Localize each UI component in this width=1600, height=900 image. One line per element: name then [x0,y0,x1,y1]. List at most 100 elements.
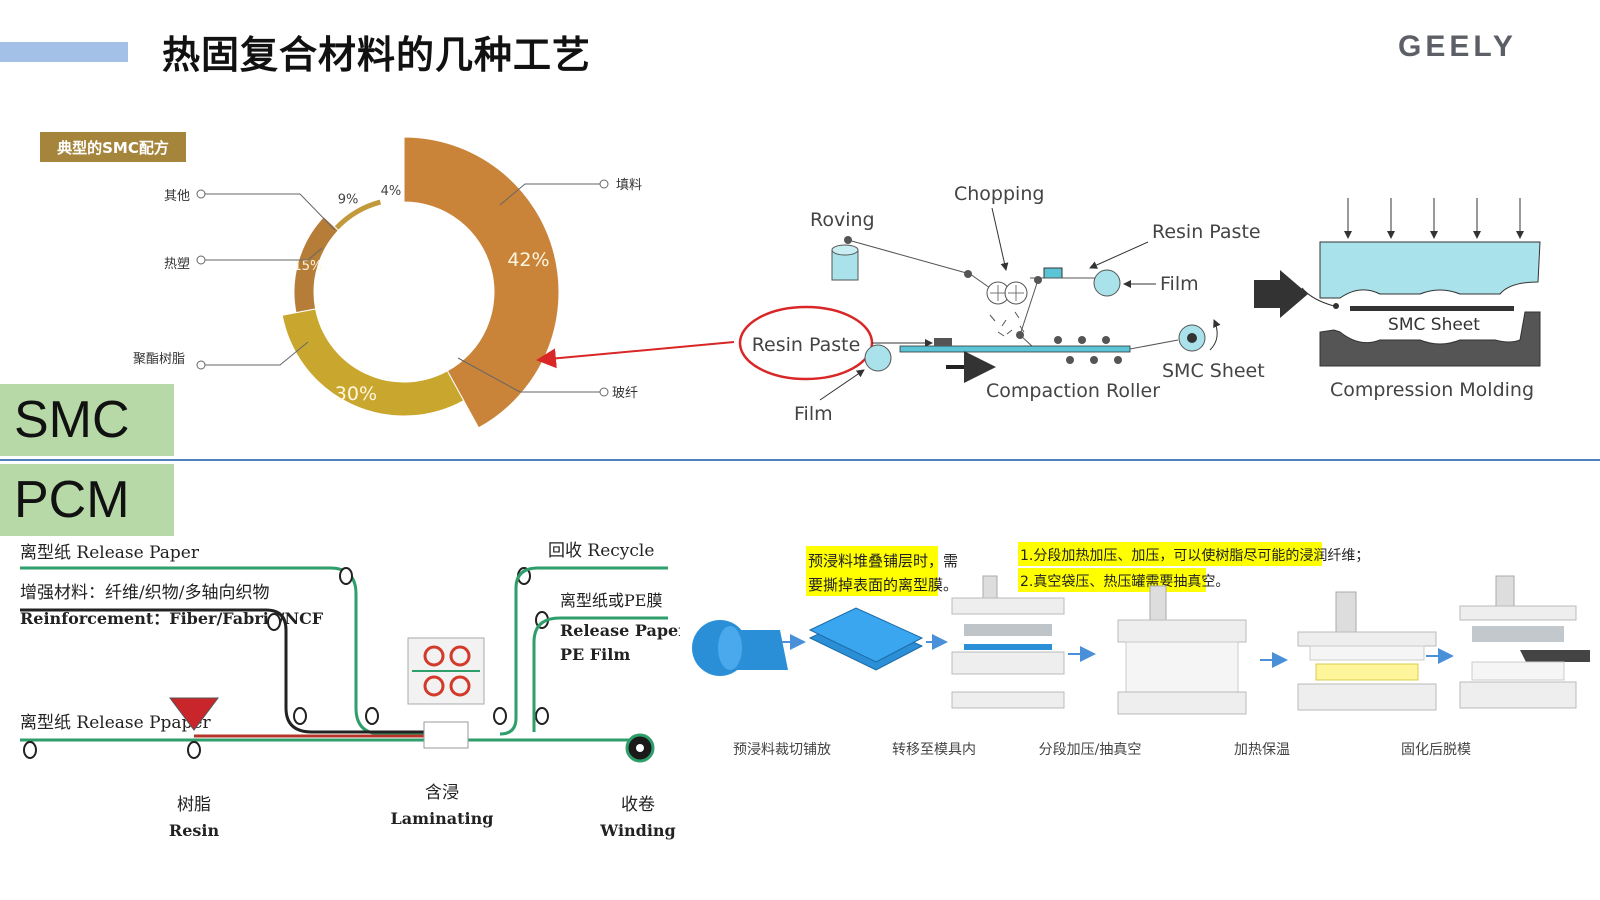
pie-slice-label: 9% [338,192,359,207]
leader-filler [499,183,600,206]
guide-roller [187,741,201,759]
step1-label: 预浸料裁切铺放 [733,742,831,758]
mold-demold [1459,575,1590,709]
compaction-roller-dot [1102,336,1110,344]
mold-part [951,691,1065,709]
mold-open [951,575,1065,709]
guide-roller [293,707,307,725]
note2-highlight-1 [1018,542,1322,566]
film-guide-1 [1034,276,1042,284]
mold-part [951,597,1065,615]
pcm-section-label: PCM [0,464,174,536]
release-paper-bottom-label: 离型纸 Release Ppaper [20,713,211,733]
laminating-cn-label: 含浸 [425,783,459,803]
pie-slice-label: 15% [294,259,323,274]
chopped-fibers [989,311,1025,337]
marker-polyester [196,360,206,370]
step4-label: 加热保温 [1234,742,1290,758]
smc-section-label: SMC [0,384,174,456]
resin-paste-box [1043,267,1063,279]
prepreg-roll-face [718,626,742,670]
smc-sheet-out-label: SMC Sheet [1162,360,1265,382]
section-divider [0,459,1600,461]
marker-other [196,189,206,199]
stacked-plies-top [808,607,924,663]
chopping-arrow [991,207,1009,271]
label-glassfiber: 玻纤 [612,386,638,401]
step3-label: 分段加压/抽真空 [1039,742,1142,758]
compaction-roller-dot [1090,356,1098,364]
note1-line2: 要撕掉表面的离型膜。 [808,576,958,594]
marker-glassfiber [599,387,609,397]
step5-label: 固化后脱模 [1401,742,1471,758]
film-bottom-arrow [819,369,865,401]
sheet-out-path [1129,339,1179,350]
mold-part [951,651,1065,675]
impregnation-roller [449,675,471,697]
note1-highlight [806,546,938,596]
note1-line1: 预浸料堆叠铺层时，需 [808,552,958,570]
mold-part [1520,650,1590,662]
reinforcement-cn-label: 增强材料：纤维/织物/多轴向织物 [20,583,269,603]
laminating-unit [423,721,469,749]
reinforcement-path [20,608,430,734]
winding-roll-core [636,744,644,752]
leader-other [205,193,336,231]
recycle-label: 回收 Recycle [548,541,654,561]
release-pe-cn-label: 离型纸或PE膜 [560,591,662,610]
pcm-molding-steps-diagram: 预浸料堆叠铺层时，需 要撕掉表面的离型膜。 1.分段加热加压、加压，可以使树脂尽… [692,542,1590,758]
impregnation-roller [423,645,445,667]
roving-label: Roving [810,209,875,231]
press-arrows [1344,198,1524,239]
mold-pressing [1117,585,1247,715]
roving-spool-top [831,244,859,256]
pie-slice [403,136,560,429]
mold-part [1335,591,1357,633]
reinforcement-en-label: Reinforcement：Fiber/Fabric/NCF [20,609,324,628]
pcm-prepreg-line-diagram: 离型纸 Release Paper 增强材料：纤维/织物/多轴向织物 Reinf… [20,541,680,840]
resin-hopper [169,697,219,731]
marker-thermoplastic [196,255,206,265]
mold-part [1297,631,1437,647]
roving-guide-2 [964,270,972,278]
compaction-roller-label: Compaction Roller [986,380,1160,402]
resin-paste-top-arrow [1089,241,1149,269]
smc-sheet-arrow [1209,319,1221,351]
mold-part [1472,626,1564,642]
note2-highlight-2 [1018,568,1206,592]
mold-part [982,575,998,599]
guide-roller [267,613,281,631]
label-other: 其他 [164,189,190,204]
compaction-roller-dot [1078,336,1086,344]
film-top-roll [1093,269,1121,297]
mold-part [1459,681,1577,709]
geely-logo: GEELY [1398,30,1517,63]
roving-guide-1 [844,236,852,244]
pie-slice [293,215,340,314]
release-pe-en2-label: PE Film [560,645,630,664]
conveyor-belt [899,345,1131,353]
sheet-feed-line [1301,287,1335,307]
resin-paste-circled-label: Resin Paste [752,334,861,356]
compaction-roller-dot [1066,356,1074,364]
mold-part [1117,691,1247,715]
compaction-roller-dot [1114,356,1122,364]
mold-part [1459,605,1577,621]
step2-label: 转移至模具内 [892,742,976,758]
release-paper-top-label: 离型纸 Release Paper [20,543,200,563]
title-accent-bar [0,42,128,62]
mold-part [1125,641,1239,693]
impregnation-roller [449,645,471,667]
winding-en-label: Winding [599,821,675,840]
mold-part [1149,585,1167,621]
label-filler: 填料 [616,178,642,193]
guide-roller [365,707,379,725]
lower-mold [1319,311,1541,367]
leader-glassfiber [457,357,600,393]
mold-part [1315,663,1419,681]
pie-slice-label: 4% [381,184,402,199]
roving-strand [847,239,991,289]
pie-slice-label: 42% [507,249,549,271]
smc-sheet-roll-core [1187,333,1197,343]
recycle-path [499,566,668,736]
